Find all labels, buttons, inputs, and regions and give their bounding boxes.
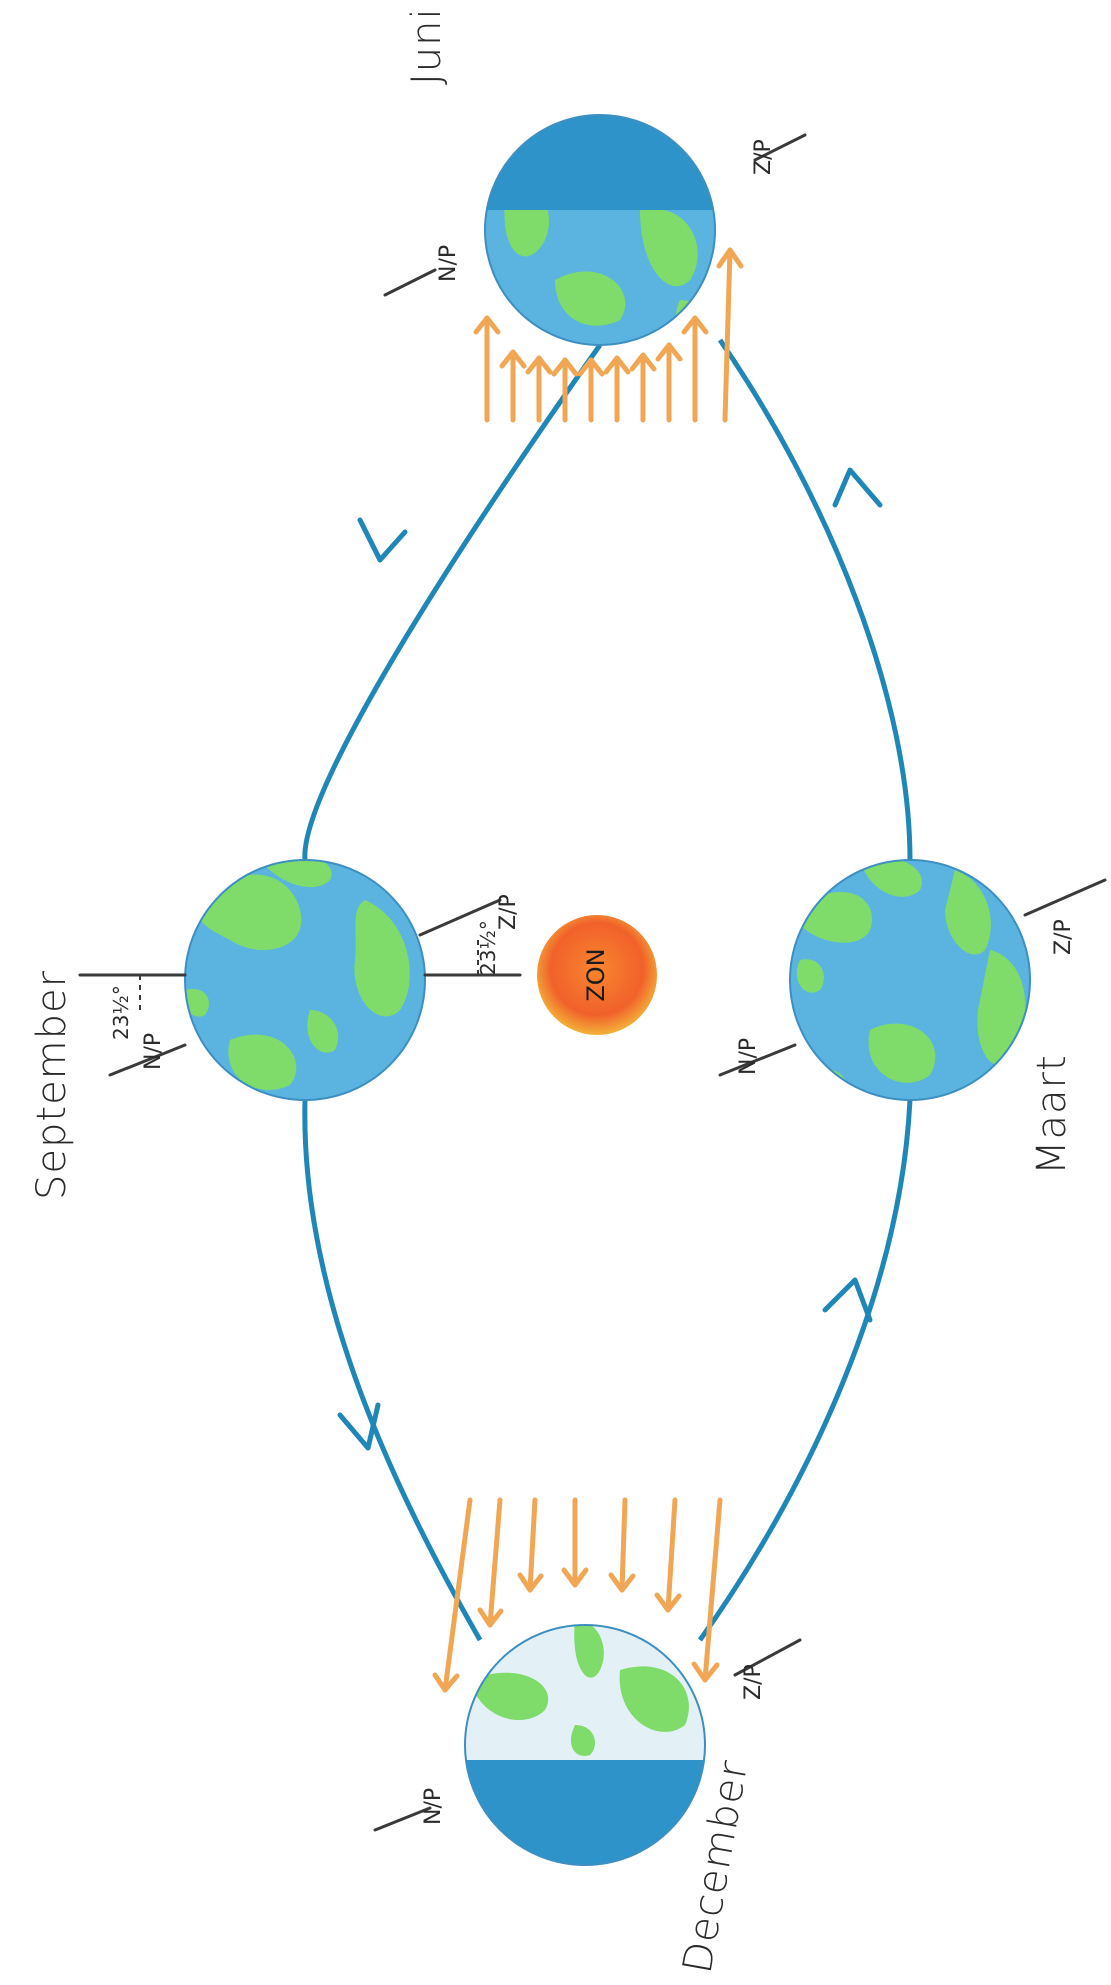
orbit-arrow-right-lower [825, 1280, 870, 1320]
september-north-angle: 23½° [109, 985, 133, 1040]
sun-label: ZON [582, 948, 610, 1001]
september-north-pole-label: N/P [141, 1033, 166, 1070]
earth-september [184, 854, 425, 1100]
earth-december [450, 1620, 730, 1880]
september-label: September [29, 970, 75, 1200]
sun: ZON [537, 915, 657, 1035]
march-label: Maart [1029, 1054, 1075, 1175]
march-north-pole-label: N/P [736, 1038, 761, 1075]
june-north-axis [385, 270, 435, 295]
orbit-arrow-left-lower [340, 1405, 378, 1448]
june-label: Juni [404, 7, 450, 85]
earth-june [470, 100, 730, 345]
december-south-pole-label: Z/P [741, 1664, 766, 1700]
march-south-axis [1025, 880, 1105, 915]
march-south-pole-label: Z/P [1051, 919, 1076, 955]
december-north-pole-label: N/P [421, 1788, 446, 1825]
orbit-arrow-left-upper [360, 520, 405, 560]
september-south-pole-label: Z/P [496, 894, 521, 930]
orbit-arrow-right-upper [835, 470, 880, 505]
june-north-pole-label: N/P [436, 245, 461, 282]
earth-march [790, 857, 1030, 1100]
june-south-pole-label: Z/P [751, 139, 776, 175]
